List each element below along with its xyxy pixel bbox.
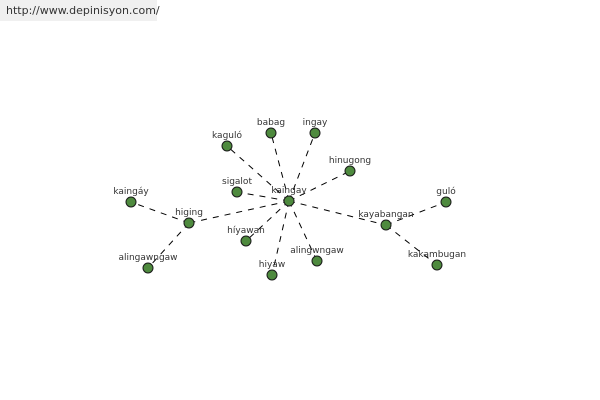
node-kaingay[interactable] <box>283 195 295 207</box>
node-kakambugan[interactable] <box>431 259 443 271</box>
edges <box>130 132 447 276</box>
node-label: higing <box>175 208 203 218</box>
node-label: kaingáy <box>113 187 149 197</box>
node-hinugong[interactable] <box>344 165 356 177</box>
node-label: kaguló <box>212 130 242 141</box>
node-kayabangan[interactable] <box>380 219 392 231</box>
node-label: hiyaw <box>259 260 285 270</box>
node-higing[interactable] <box>183 217 195 229</box>
node-híyawan[interactable] <box>240 235 252 247</box>
node-sigalot[interactable] <box>231 186 243 198</box>
node-label: babag <box>257 118 285 128</box>
node-label: kayabangan <box>358 210 413 220</box>
node-ingay[interactable] <box>309 127 321 139</box>
node-guló[interactable] <box>440 196 452 208</box>
edge-higing-alingawngaw <box>147 222 190 269</box>
edge-kaingay-kaguló <box>226 145 290 202</box>
node-label: kaingay <box>271 186 307 196</box>
edge-kaingay-hiyaw <box>271 200 290 276</box>
node-hiyaw[interactable] <box>266 269 278 281</box>
edge-kaingay-híyawan <box>245 200 290 242</box>
node-kaingáy[interactable] <box>125 196 137 208</box>
nodes: kaingay babag ingay kaguló hinugong sigalot ka… <box>113 118 466 281</box>
node-label: ingay <box>303 118 328 128</box>
edge-kaingay-sigalot <box>236 191 290 202</box>
node-label: kakambugan <box>408 250 466 260</box>
node-alingawngaw[interactable] <box>142 262 154 274</box>
edge-kaingay-ingay <box>288 132 316 202</box>
edge-kayabangan-guló <box>385 201 447 226</box>
node-kaguló[interactable] <box>221 140 233 152</box>
edge-higing-kaingáy <box>130 201 190 224</box>
site-url[interactable]: http://www.depinisyon.com/ <box>0 0 160 21</box>
edge-kaingay-higing <box>188 200 290 224</box>
node-label: alingawngaw <box>118 253 177 263</box>
node-label: guló <box>436 186 456 197</box>
node-babag[interactable] <box>265 127 277 139</box>
node-label: hinugong <box>329 156 371 166</box>
node-alingwngaw[interactable] <box>311 255 323 267</box>
node-label: híyawan <box>227 226 265 236</box>
edge-kaingay-kayabangan <box>288 200 387 226</box>
node-label: sigalot <box>222 177 252 187</box>
node-label: alingwngaw <box>290 246 344 256</box>
